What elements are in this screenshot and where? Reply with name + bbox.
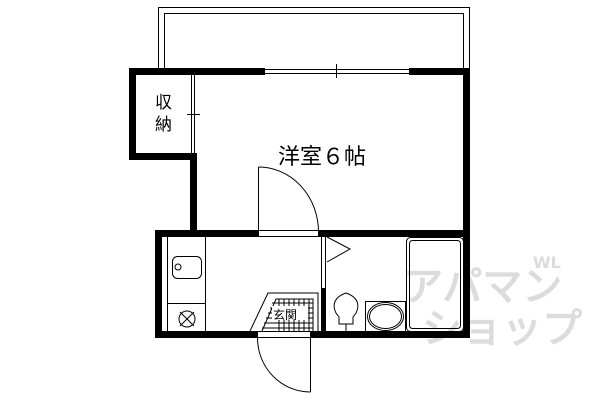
- western-room-label: 洋室６帖: [278, 145, 366, 170]
- watermark-small: WL: [533, 253, 561, 272]
- washbasin-icon: [365, 301, 406, 332]
- kitchen-counter: [167, 237, 206, 331]
- watermark-line1: アパマン: [403, 264, 562, 310]
- storage-label: 収 納: [155, 93, 172, 135]
- balcony: [158, 7, 470, 70]
- sink-icon: [172, 256, 202, 279]
- toilet-icon: [333, 292, 359, 331]
- bath-partition: [321, 236, 352, 288]
- drain-icon: [174, 263, 182, 271]
- walls: [129, 68, 470, 338]
- room-door: [258, 166, 319, 237]
- storage-door: [187, 75, 200, 153]
- bathtub-icon: [406, 237, 464, 332]
- entrance-label: 玄関: [273, 307, 297, 322]
- stove-icon: [178, 310, 196, 328]
- storage-label-line1: 収: [155, 93, 172, 113]
- entrance-door: [257, 331, 311, 393]
- storage-label-line2: 納: [155, 115, 172, 135]
- entrance: 玄関: [249, 292, 319, 332]
- balcony-window: [265, 64, 409, 78]
- watermark: アパマン ショップ WL: [403, 253, 582, 352]
